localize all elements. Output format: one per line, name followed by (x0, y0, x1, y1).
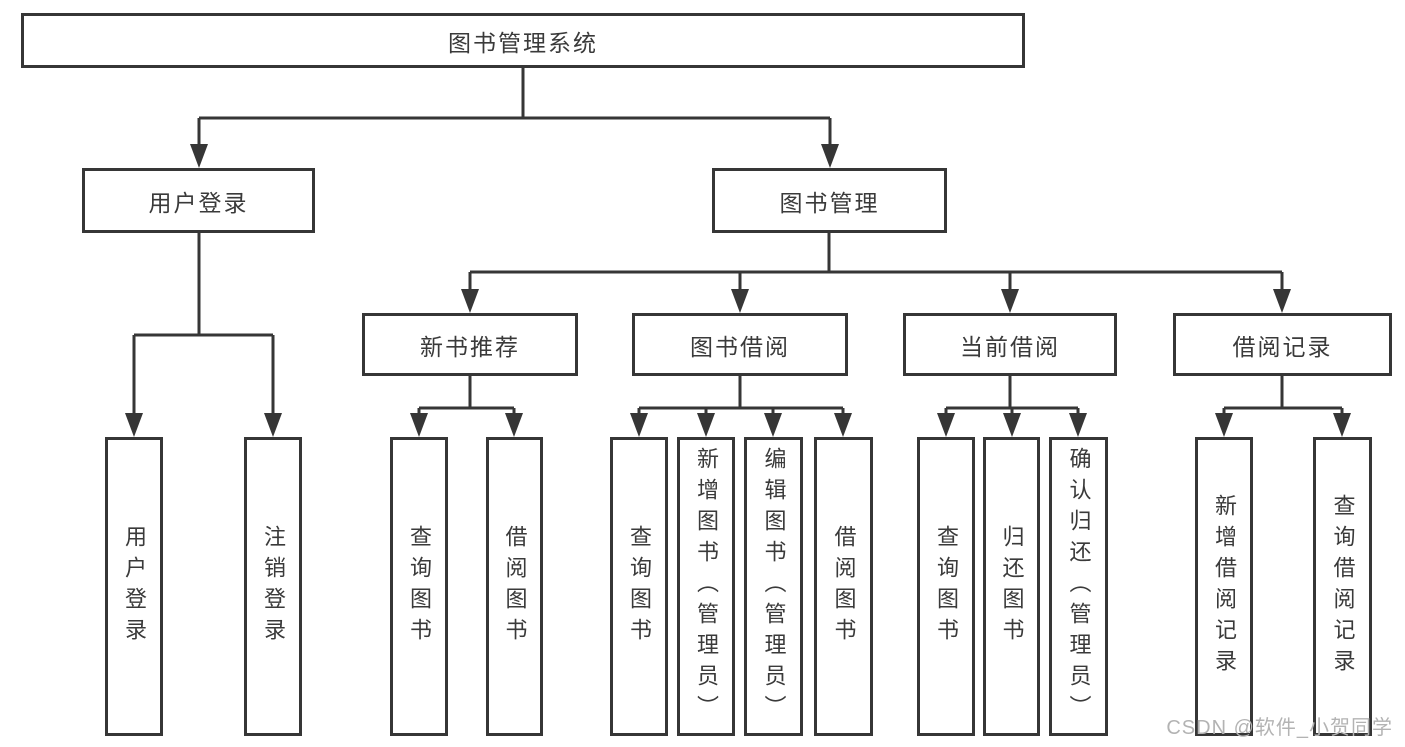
node-new-book-recommend-label: 新书推荐 (420, 333, 520, 360)
leaf-borrow-books: 借阅图书 (814, 437, 873, 736)
leaf-user-login-label: 用户登录 (122, 524, 147, 649)
leaf-borrow-query-books-label: 查询图书 (627, 524, 652, 649)
node-new-book-recommend: 新书推荐 (362, 313, 578, 376)
node-current-borrow: 当前借阅 (903, 313, 1117, 376)
node-library-system-label: 图书管理系统 (448, 29, 598, 56)
leaf-add-borrow-record: 新增借阅记录 (1195, 437, 1253, 736)
node-borrow-record: 借阅记录 (1173, 313, 1392, 376)
node-book-borrow-label: 图书借阅 (690, 333, 790, 360)
node-book-management-label: 图书管理 (779, 189, 880, 216)
node-book-management: 图书管理 (712, 168, 947, 233)
node-library-system: 图书管理系统 (21, 13, 1025, 68)
leaf-query-borrow-record: 查询借阅记录 (1313, 437, 1372, 736)
leaf-borrow-books-label: 借阅图书 (831, 524, 857, 649)
leaf-confirm-return-admin: 确认归还（管理员） (1049, 437, 1108, 736)
leaf-user-login: 用户登录 (105, 437, 163, 736)
node-borrow-record-label: 借阅记录 (1232, 333, 1333, 360)
leaf-return-books: 归还图书 (983, 437, 1040, 736)
node-current-borrow-label: 当前借阅 (960, 333, 1060, 360)
leaf-current-query-books: 查询图书 (917, 437, 975, 736)
leaf-query-borrow-record-label: 查询借阅记录 (1330, 493, 1356, 680)
leaf-add-borrow-record-label: 新增借阅记录 (1212, 493, 1237, 680)
leaf-borrow-query-books: 查询图书 (610, 437, 668, 736)
node-user-login-label: 用户登录 (148, 189, 249, 216)
leaf-logout-label: 注销登录 (261, 524, 286, 649)
leaf-edit-books-admin-label: 编辑图书（管理员） (761, 447, 787, 726)
leaf-confirm-return-admin-label: 确认归还（管理员） (1066, 447, 1092, 726)
node-book-borrow: 图书借阅 (632, 313, 848, 376)
node-user-login: 用户登录 (82, 168, 315, 233)
leaf-edit-books-admin: 编辑图书（管理员） (744, 437, 803, 736)
leaf-recommend-query-books: 查询图书 (390, 437, 448, 736)
leaf-return-books-label: 归还图书 (999, 524, 1025, 649)
leaf-add-books-admin-label: 新增图书（管理员） (694, 447, 719, 726)
csdn-watermark: CSDN @软件_小贺同学 (1166, 717, 1393, 739)
leaf-add-books-admin: 新增图书（管理员） (677, 437, 735, 736)
leaf-current-query-books-label: 查询图书 (934, 524, 959, 649)
leaf-logout: 注销登录 (244, 437, 302, 736)
leaf-recommend-borrow-books: 借阅图书 (486, 437, 543, 736)
leaf-recommend-borrow-books-label: 借阅图书 (502, 524, 528, 649)
leaf-recommend-query-books-label: 查询图书 (407, 524, 432, 649)
